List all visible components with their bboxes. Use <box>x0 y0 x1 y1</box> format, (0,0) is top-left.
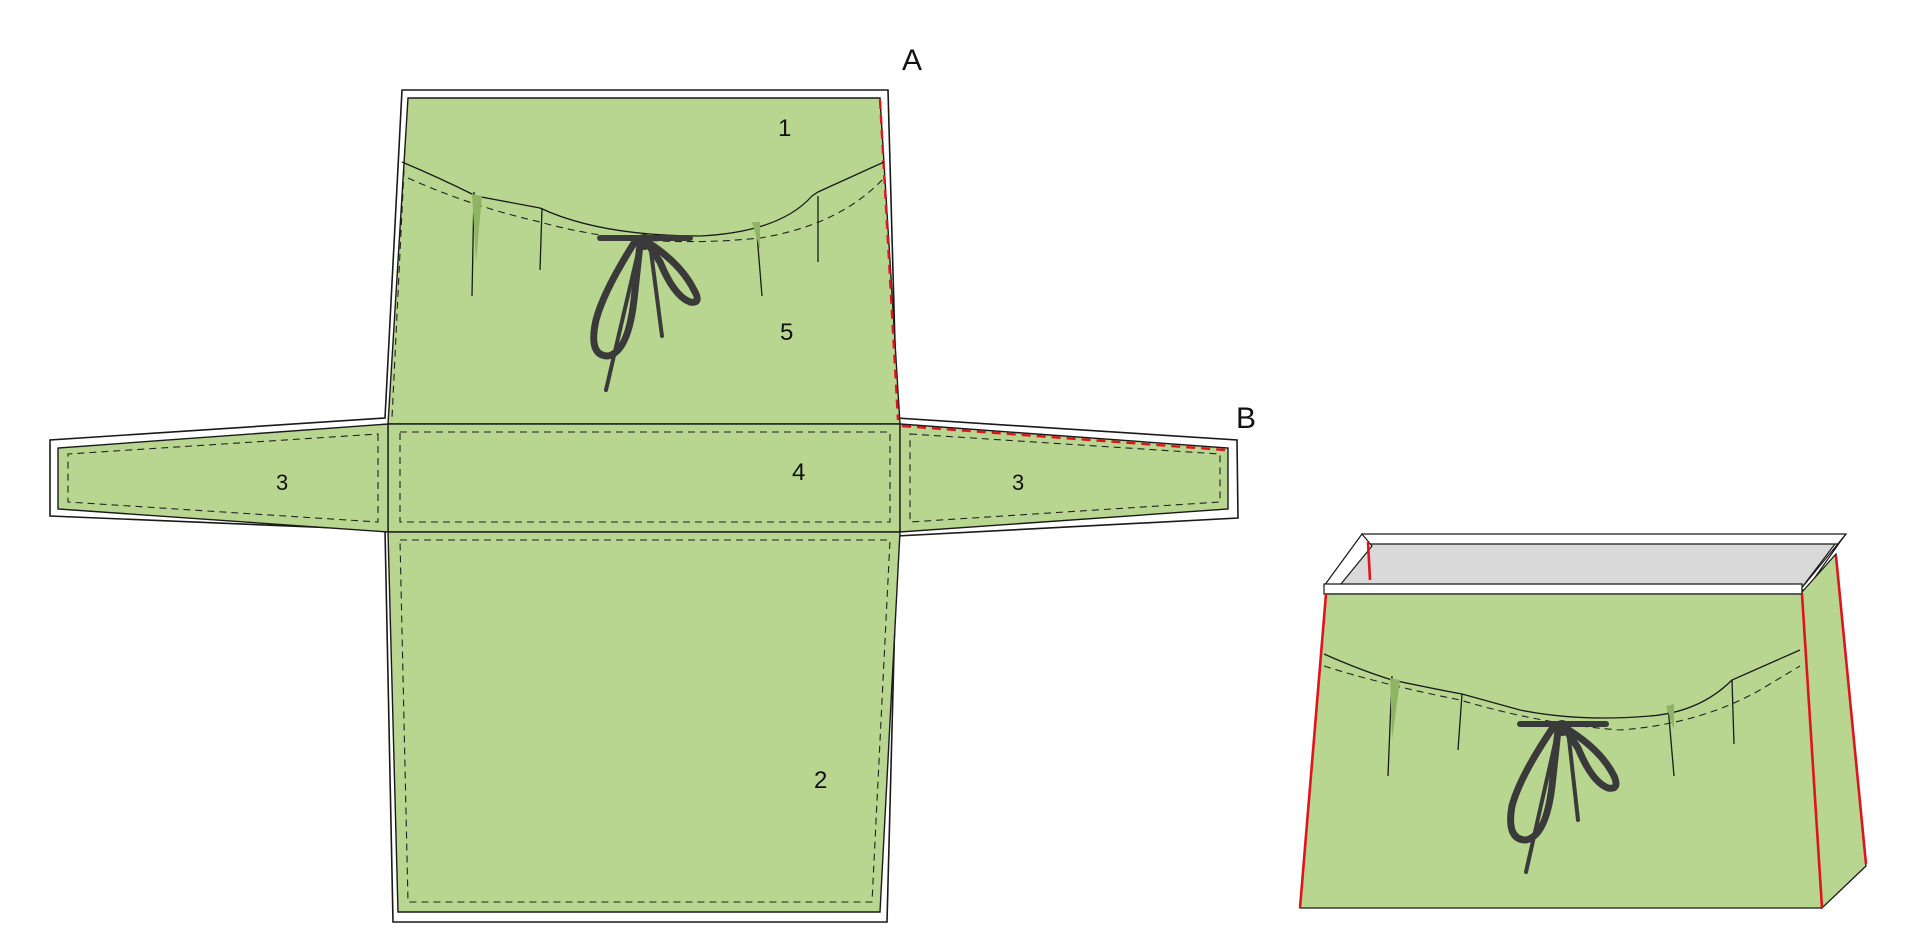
drawstring-tie-icon <box>590 234 701 392</box>
bottom-panel-seam <box>399 539 891 903</box>
box-drawstring-tie-icon <box>1507 720 1620 874</box>
left-side-seam <box>67 433 379 523</box>
base-seam <box>399 431 891 523</box>
right-side-panel-label: 3 <box>1012 470 1024 495</box>
box-pleat-shading <box>1390 678 1674 740</box>
top-flap-label: 1 <box>778 115 791 142</box>
box-net: 1 5 4 3 3 2 A B <box>49 44 1256 923</box>
box-rim-back <box>1360 533 1848 545</box>
bottom-panel <box>387 531 901 913</box>
assembled-box <box>1298 533 1868 910</box>
glue-edge-front-right <box>878 99 900 421</box>
glue-edge-side-right <box>901 424 1226 452</box>
front-panel <box>387 97 901 425</box>
box-waistband-seam <box>1323 665 1801 731</box>
bottom-panel-label: 2 <box>814 767 827 794</box>
pleat-shading <box>472 194 760 262</box>
right-side-panel <box>899 423 1229 533</box>
glue-edges-net <box>878 99 1226 452</box>
waistband-line <box>401 161 885 237</box>
front-panel-label: 5 <box>780 319 793 346</box>
base-panel-label: 4 <box>792 459 805 486</box>
corner-label-a: A <box>902 44 922 77</box>
corner-label-b: B <box>1236 402 1256 435</box>
glue-edges-box <box>1298 541 1868 909</box>
right-side-seam <box>909 433 1221 523</box>
front-left-seam <box>391 169 405 419</box>
box-rim-front <box>1323 583 1803 595</box>
left-side-panel-label: 3 <box>276 470 288 495</box>
box-front-face <box>1299 593 1823 909</box>
box-interior <box>1324 539 1840 591</box>
left-side-panel <box>57 423 389 533</box>
base-panel <box>387 423 901 533</box>
box-waistband-line <box>1323 649 1801 719</box>
